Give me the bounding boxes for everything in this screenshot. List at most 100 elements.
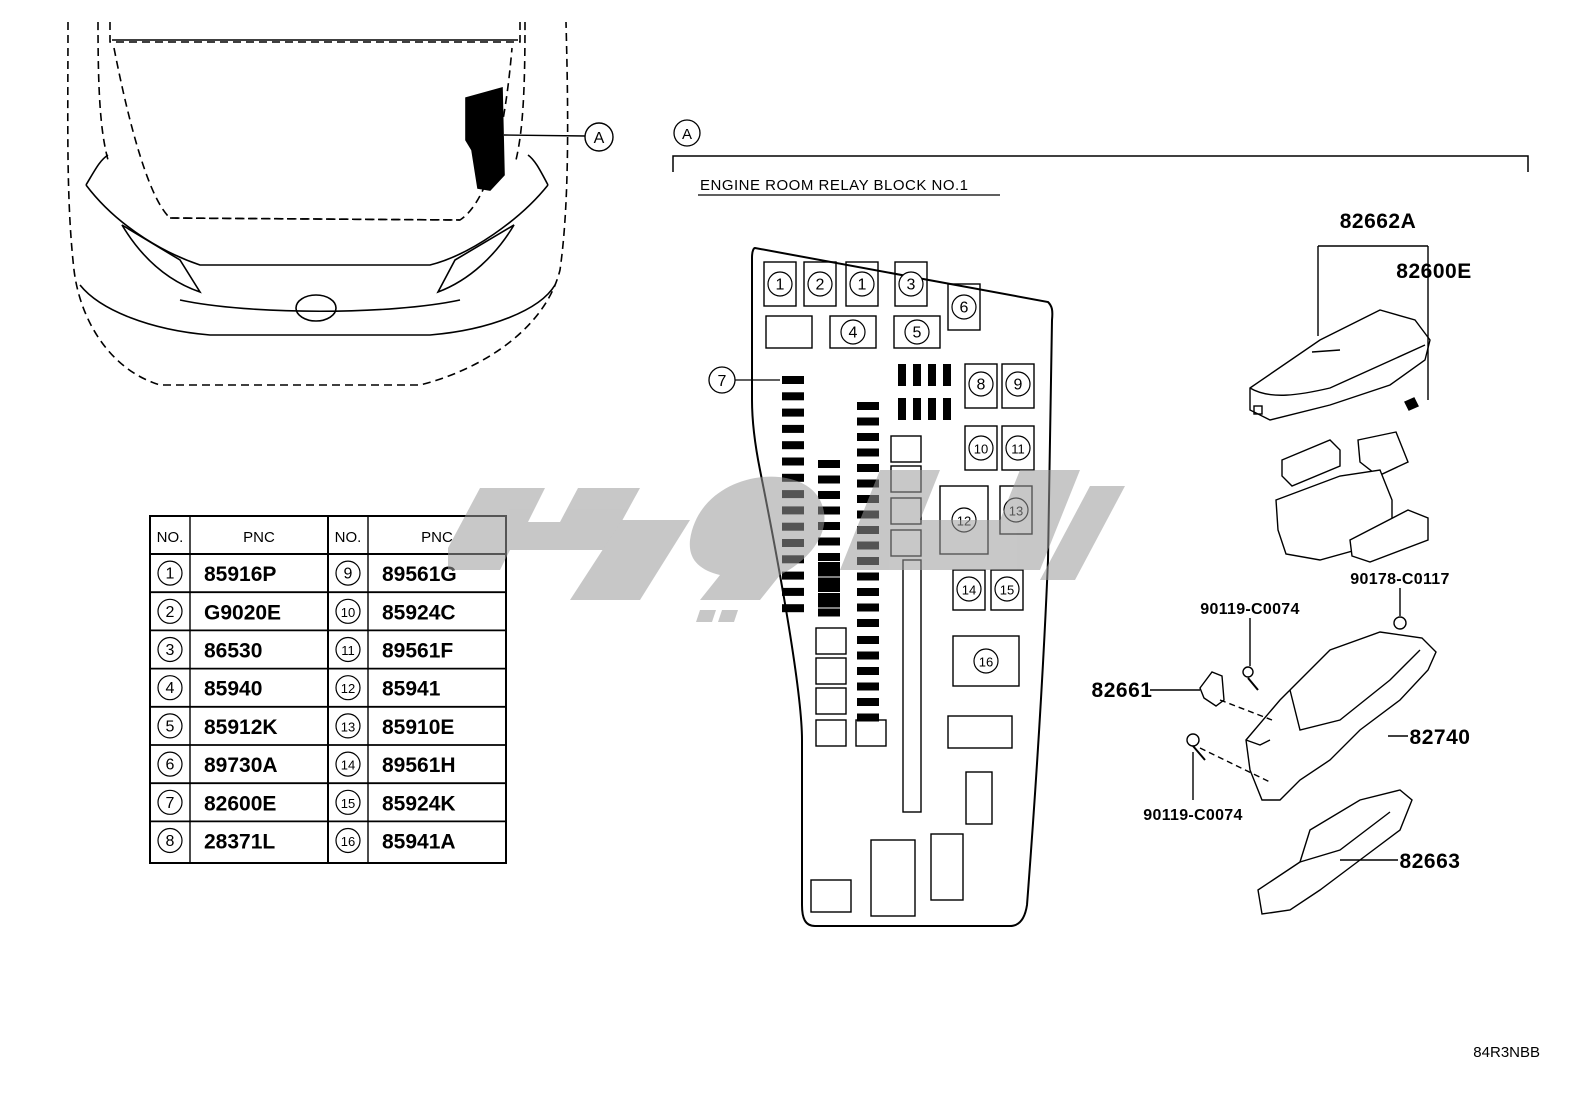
row-number-circle: [335, 713, 361, 739]
fuse-bar: [913, 364, 921, 386]
slot-callout-7-label: 7: [718, 373, 727, 390]
slot-circle: [904, 319, 930, 345]
fuse-bar: [857, 464, 879, 472]
part-label-82661: 82661: [1092, 679, 1153, 702]
fuse-bar: [857, 619, 879, 627]
fuse-bar: [818, 506, 840, 515]
section-marker: A: [682, 126, 692, 143]
slot-circle: [951, 294, 977, 320]
fuse-bar: [857, 572, 879, 581]
fuse-bar: [857, 495, 879, 503]
slot-number: 5: [913, 325, 922, 342]
fuse-bar: [818, 475, 840, 484]
part-label-90119-bottom: 90119-C0074: [1143, 807, 1242, 824]
fuse-bar: [857, 698, 879, 706]
callout-circle-a: [584, 122, 614, 152]
row-number-circle: [335, 636, 361, 663]
section-title: ENGINE ROOM RELAY BLOCK NO.1: [700, 177, 969, 194]
fuse-bar: [818, 491, 840, 499]
row-number: 4: [166, 680, 175, 697]
row-number-circle: [335, 560, 361, 586]
pnc-value: 85916P: [204, 563, 276, 586]
row-number-circle: [157, 789, 183, 815]
fuse-bar: [857, 603, 879, 612]
table-header-no: NO.: [157, 529, 184, 546]
table-header-no: NO.: [335, 529, 362, 546]
row-number: 11: [341, 643, 355, 658]
row-number: 8: [166, 833, 175, 850]
fuse-bar: [913, 398, 921, 420]
fuse-bar: [818, 553, 840, 561]
fuse-bar: [857, 433, 879, 441]
fuse-bars: [782, 364, 951, 722]
fuse-bar: [857, 588, 879, 596]
fuse-bar: [928, 398, 936, 420]
fuse-bar: [782, 376, 804, 384]
fuse-bar: [857, 636, 879, 644]
row-number-circle: [157, 827, 183, 854]
slot-number: 6: [960, 300, 969, 317]
fuse-bar: [857, 479, 879, 488]
slot-number: 3: [907, 277, 916, 294]
relay-block-slot-labels: 12136458910111213141516: [767, 271, 1031, 674]
fuse-bar: [818, 608, 840, 617]
row-number: 12: [341, 681, 355, 696]
fuse-bar: [928, 364, 936, 386]
fuse-bar: [818, 568, 840, 577]
slot-circle: [1005, 371, 1031, 397]
slot-circle: [1005, 435, 1031, 461]
watermark-logo: [448, 470, 1125, 622]
part-label-82600e: 82600E: [1396, 260, 1471, 283]
pnc-value: 89730A: [204, 754, 278, 777]
pnc-value: G9020E: [204, 601, 281, 624]
fuse-bar: [857, 402, 879, 410]
row-number: 7: [166, 795, 175, 812]
relay-block-outline: [751, 246, 1054, 927]
pnc-value: 85912K: [204, 716, 278, 739]
part-label-90178-c0117: 90178-C0117: [1350, 571, 1449, 588]
row-number: 15: [341, 796, 355, 811]
pnc-value: 85940: [204, 678, 262, 701]
relay-block-components: [763, 261, 1035, 917]
part-label-82663: 82663: [1400, 850, 1461, 873]
table-header-pnc: PNC: [243, 529, 275, 546]
slot-number: 14: [962, 583, 976, 598]
slot-number: 10: [974, 442, 988, 457]
row-number: 6: [166, 757, 175, 774]
pnc-value: 85910E: [382, 716, 454, 739]
pnc-value: 89561F: [382, 640, 453, 663]
exploded-view: [1150, 245, 1437, 915]
slot-number: 8: [977, 377, 986, 394]
row-number-circle: [335, 675, 361, 701]
slot-circle: [767, 271, 793, 297]
fuse-bar: [782, 473, 804, 482]
part-label-90119-top: 90119-C0074: [1200, 601, 1299, 618]
row-number-circle: [157, 560, 183, 586]
fuse-bar: [782, 441, 804, 450]
section-marker-circle: [673, 119, 701, 147]
car-front-view: [66, 21, 587, 386]
callout-label: A: [594, 130, 605, 147]
fuse-bar: [782, 587, 804, 596]
slot-circle: [994, 576, 1020, 602]
fuse-bar: [782, 604, 804, 613]
fuse-bar: [782, 457, 804, 466]
slot-number: 15: [1000, 583, 1014, 598]
row-number: 2: [166, 604, 175, 621]
row-number-circle: [157, 713, 183, 739]
fuse-bar: [857, 417, 879, 426]
slot-number: 4: [849, 325, 858, 342]
row-number: 5: [166, 718, 175, 735]
slot-number: 1: [776, 277, 785, 294]
fuse-bar: [818, 593, 840, 601]
diagram-code: 84R3NBB: [1473, 1044, 1540, 1061]
slot-circle: [956, 576, 982, 602]
fuse-bar: [818, 522, 840, 530]
section-bracket: [672, 155, 1529, 172]
row-number-circle: [335, 827, 361, 854]
row-number: 16: [341, 834, 355, 849]
row-number: 14: [341, 758, 355, 773]
fuse-bar: [857, 667, 879, 675]
slot-number: 1: [858, 277, 867, 294]
